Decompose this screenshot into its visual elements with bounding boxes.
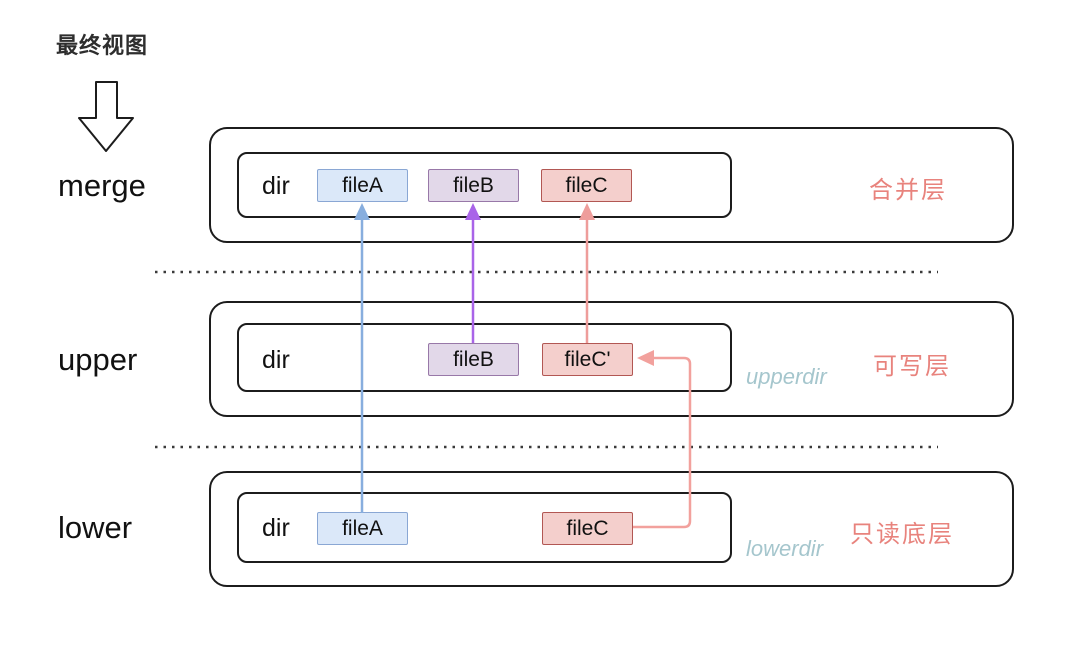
merge-file-fileB: fileB (428, 169, 519, 202)
upper-file-fileC-prime: fileC' (542, 343, 633, 376)
file-label: fileB (453, 347, 494, 371)
merge-file-fileA: fileA (317, 169, 408, 202)
merge-right-label: 合并层 (869, 177, 947, 204)
upper-inner-box (237, 323, 732, 392)
lower-right-label: 只读底层 (850, 521, 954, 548)
file-label: fileA (342, 173, 383, 197)
file-label: fileC (566, 516, 609, 540)
layer-label-upper: upper (58, 342, 138, 377)
lower-dir-label: dir (262, 514, 290, 542)
final-view-label: 最终视图 (56, 33, 149, 58)
layer-label-merge: merge (58, 168, 146, 203)
down-arrow-icon (78, 81, 134, 152)
upper-file-fileB: fileB (428, 343, 519, 376)
merge-dir-label: dir (262, 172, 290, 200)
upper-dir-label: dir (262, 346, 290, 374)
layer-label-lower: lower (58, 510, 133, 545)
file-label: fileB (453, 173, 494, 197)
upper-right-label: 可写层 (873, 353, 951, 380)
lowerdir-annotation: lowerdir (746, 536, 824, 561)
file-label: fileA (342, 516, 383, 540)
lower-inner-box (237, 492, 732, 563)
upper-outer-box (209, 301, 1014, 417)
merge-inner-box (237, 152, 732, 218)
lower-file-fileA: fileA (317, 512, 408, 545)
lower-file-fileC: fileC (542, 512, 633, 545)
file-label: fileC (565, 173, 608, 197)
upperdir-annotation: upperdir (746, 364, 827, 389)
lower-outer-box (209, 471, 1014, 587)
file-label: fileC' (564, 347, 611, 371)
merge-outer-box (209, 127, 1014, 243)
merge-file-fileC: fileC (541, 169, 632, 202)
